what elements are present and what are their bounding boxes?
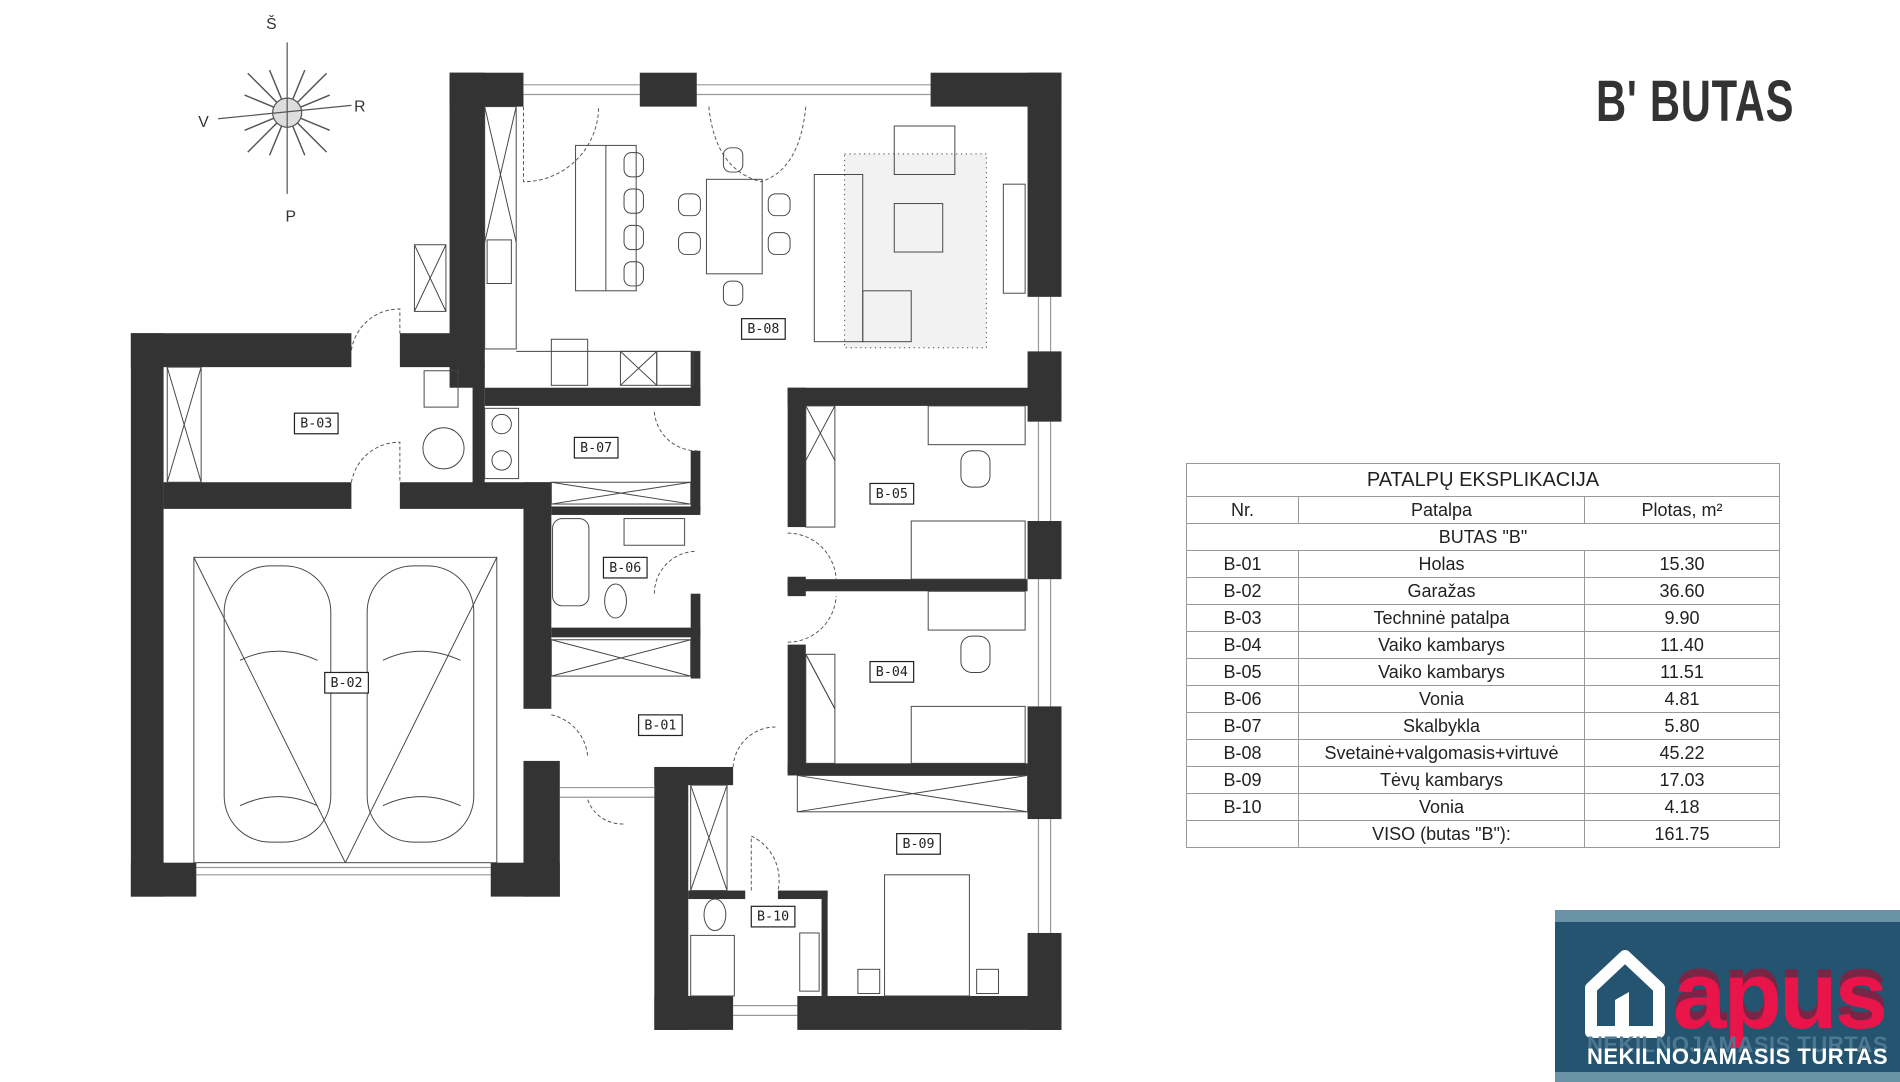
cell-nr: B-01 [1186,550,1299,578]
cell-area: 4.18 [1584,793,1780,821]
windows [196,84,1052,1016]
table-title: PATALPŲ EKSPLIKACIJA [1186,463,1780,497]
room-explication-table: PATALPŲ EKSPLIKACIJA Nr. Patalpa Plotas,… [1186,463,1780,848]
table-header-row: Nr. Patalpa Plotas, m² [1186,496,1780,524]
cell-nr: B-06 [1186,685,1299,713]
compass-east: R [354,98,365,115]
header-plotas: Plotas, m² [1584,496,1780,524]
svg-text:B-06: B-06 [609,561,641,576]
compass-south: P [286,209,297,226]
walls [130,72,1062,1030]
cell-nr: B-04 [1186,631,1299,659]
room-label-b08: B-08 [740,318,786,340]
room-label-b01: B-01 [637,714,683,737]
logo-brand: apus [1673,942,1888,1049]
room-label-b04: B-04 [869,660,915,683]
cell-name: Holas [1298,550,1585,578]
cell-area: 4.81 [1584,685,1780,713]
room-label-b10: B-10 [750,905,796,928]
cell-area: 36.60 [1584,577,1780,605]
logo-tagline: NEKILNOJAMASIS TURTAS [1587,1044,1888,1069]
cell-name: Garažas [1298,577,1585,605]
cell-nr: B-07 [1186,712,1299,740]
compass-north: Š [266,14,277,33]
cell-nr: B-09 [1186,766,1299,794]
house-icon [1585,950,1665,1038]
room-label-b07: B-07 [573,436,619,459]
total-empty-cell [1186,820,1299,848]
cell-nr: B-10 [1186,793,1299,821]
cell-nr: B-03 [1186,604,1299,632]
cell-area: 17.03 [1584,766,1780,794]
cell-area: 45.22 [1584,739,1780,767]
table-total-row: VISO (butas "B"): 161.75 [1186,820,1780,848]
cell-name: Vaiko kambarys [1298,631,1585,659]
svg-text:B-02: B-02 [331,676,363,691]
cell-nr: B-05 [1186,658,1299,686]
cell-area: 11.51 [1584,658,1780,686]
svg-text:B-08: B-08 [747,322,779,337]
room-label-b02: B-02 [324,671,369,694]
cell-area: 15.30 [1584,550,1780,578]
cell-name: Vonia [1298,793,1585,821]
header-nr: Nr. [1186,496,1299,524]
total-area: 161.75 [1584,820,1780,848]
cell-name: Svetainė+valgomasis+virtuvė [1298,739,1585,767]
svg-text:B-05: B-05 [876,487,908,502]
cell-name: Vaiko kambarys [1298,658,1585,686]
svg-text:B-04: B-04 [876,665,908,680]
svg-text:B-03: B-03 [300,417,332,432]
cell-area: 5.80 [1584,712,1780,740]
cell-area: 9.90 [1584,604,1780,632]
svg-text:B-01: B-01 [644,718,676,733]
svg-text:B-10: B-10 [757,910,789,925]
compass-rose-icon: Š P R V [198,14,365,226]
room-label-b06: B-06 [602,556,648,579]
cell-name: Tėvų kambarys [1298,766,1585,794]
room-label-b05: B-05 [869,482,915,505]
doors [350,106,837,891]
svg-text:B-07: B-07 [580,441,612,456]
cell-name: Skalbykla [1298,712,1585,740]
header-patalpa: Patalpa [1298,496,1585,524]
cell-name: Techninė patalpa [1298,604,1585,632]
apus-logo: apus NEKILNOJAMASIS TURTAS [1555,910,1900,1082]
room-label-b09: B-09 [896,833,941,855]
total-label: VISO (butas "B"): [1298,820,1585,848]
cell-area: 11.40 [1584,631,1780,659]
room-label-b03: B-03 [293,412,339,435]
svg-text:B-09: B-09 [902,837,934,852]
furniture [166,106,1029,997]
cell-name: Vonia [1298,685,1585,713]
page-title: B' BUTAS [1596,69,1795,134]
compass-west: V [198,114,209,131]
table-section: BUTAS "B" [1186,523,1780,551]
cell-nr: B-08 [1186,739,1299,767]
cell-nr: B-02 [1186,577,1299,605]
